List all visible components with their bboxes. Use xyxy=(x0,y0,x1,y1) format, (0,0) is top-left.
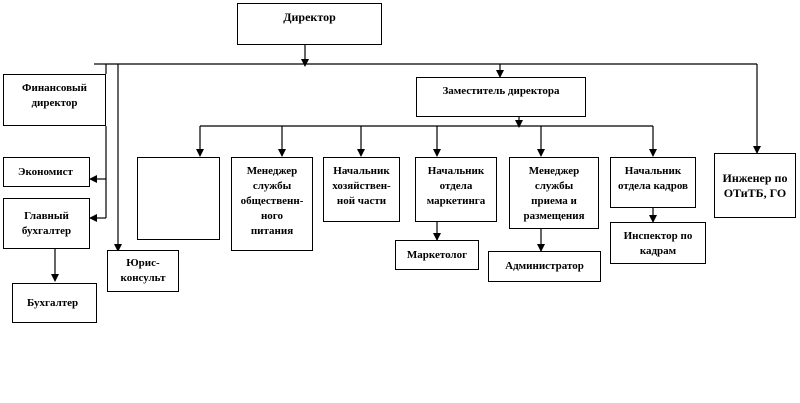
director-box: Директор xyxy=(237,3,382,45)
safety-engineer-box: Инженер по ОТиТБ, ГО xyxy=(714,153,796,218)
administrator-box: Администратор xyxy=(488,251,601,282)
accountant-box: Бухгалтер xyxy=(12,283,97,323)
economist-box: Экономист xyxy=(3,157,90,187)
empty-unit-box xyxy=(137,157,220,240)
marketing-head-box: Начальник отдела маркетинга xyxy=(415,157,497,222)
marketer-box: Маркетолог xyxy=(395,240,479,270)
facilities-head-box: Начальник хозяйствен- ной части xyxy=(323,157,400,222)
chief-accountant-box: Главный бухгалтер xyxy=(3,198,90,249)
legal-counsel-box: Юрис- консульт xyxy=(107,250,179,292)
financial-director-box: Финансовый директор xyxy=(3,74,106,126)
hr-inspector-box: Инспектор по кадрам xyxy=(610,222,706,264)
deputy-director-box: Заместитель директора xyxy=(416,77,586,117)
reception-manager-box: Менеджер службы приема и размещения xyxy=(509,157,599,229)
catering-manager-box: Менеджер службы общественн- ного питания xyxy=(231,157,313,251)
hr-head-box: Начальник отдела кадров xyxy=(610,157,696,208)
